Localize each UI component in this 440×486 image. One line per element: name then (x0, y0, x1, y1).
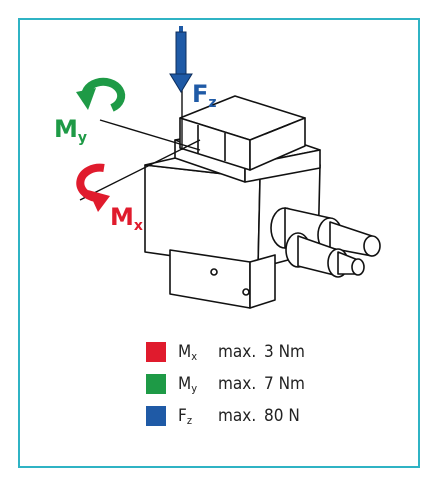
air-fittings (270, 207, 381, 278)
legend-symbol-my: My (178, 373, 198, 395)
legend-value-fz: 80 N (264, 406, 300, 426)
gripper-body (144, 95, 321, 309)
fz-label: Fz (192, 80, 217, 111)
legend-swatch-fz (146, 406, 166, 426)
my-arrow (76, 77, 126, 112)
legend-row-fz: Fz max. 80 N (146, 400, 305, 432)
legend-max-fz: max. (218, 406, 257, 426)
legend-symbol-fz: Fz (178, 405, 193, 427)
legend: Mx max. 3 Nm My max. 7 Nm Fz max. 80 N (146, 336, 305, 432)
legend-max-my: max. (218, 374, 257, 394)
legend-row-my: My max. 7 Nm (146, 368, 305, 400)
legend-max-mx: max. (218, 342, 257, 362)
my-label: My (54, 115, 87, 146)
legend-value-my: 7 Nm (264, 374, 305, 394)
legend-row-mx: Mx max. 3 Nm (146, 336, 305, 368)
mx-arrow (76, 163, 110, 212)
legend-swatch-my (146, 374, 166, 394)
fz-arrow (169, 26, 193, 93)
legend-swatch-mx (146, 342, 166, 362)
legend-value-mx: 3 Nm (264, 342, 305, 362)
mx-label: Mx (110, 203, 143, 234)
legend-symbol-mx: Mx (178, 341, 198, 363)
